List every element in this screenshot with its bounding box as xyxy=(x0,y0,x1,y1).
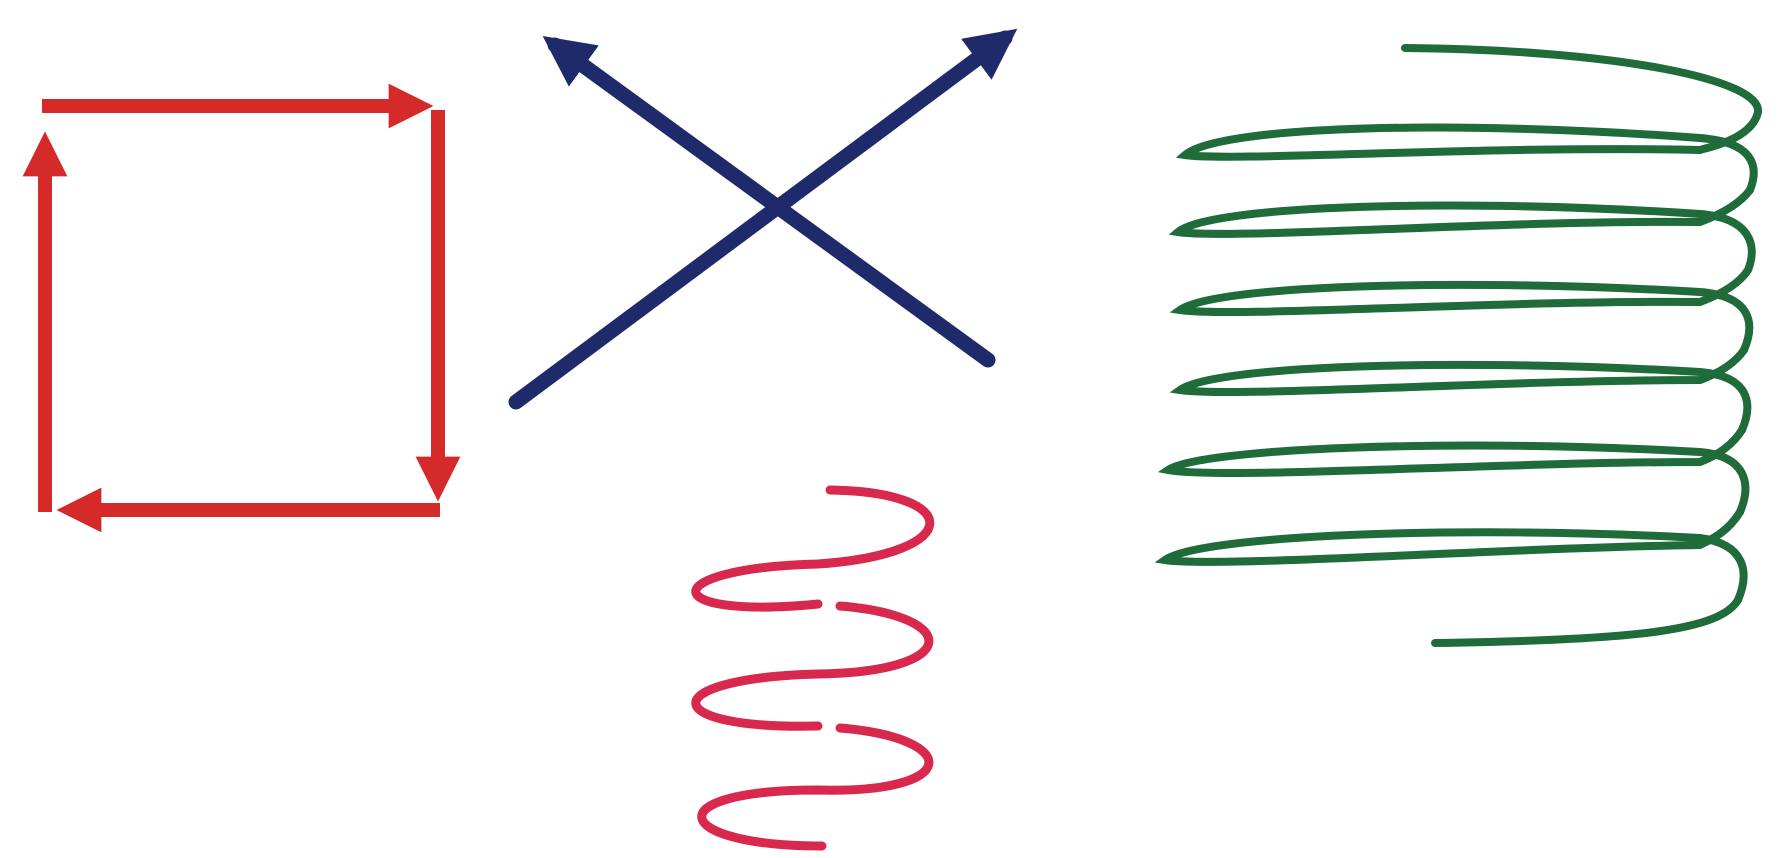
helical-spring xyxy=(1165,48,1758,643)
spring-bottom-lead xyxy=(1435,600,1738,643)
sine-wave-coil xyxy=(696,490,930,846)
spring-loop-3 xyxy=(1180,270,1749,350)
spring-loop-2 xyxy=(1178,190,1752,270)
spring-loop-1 xyxy=(1185,112,1758,190)
spring-loop-6 xyxy=(1165,512,1744,600)
coil-segment-2 xyxy=(696,606,929,726)
crossed-arrows xyxy=(516,38,1005,402)
spring-top-lead xyxy=(1405,48,1758,112)
coil-segment-1 xyxy=(696,490,930,607)
spring-loop-4 xyxy=(1180,350,1747,430)
square-cycle-arrows xyxy=(42,106,440,512)
spring-loop-5 xyxy=(1168,430,1745,512)
coil-segment-3 xyxy=(702,728,929,846)
cross-arrow-up-right xyxy=(516,38,1005,402)
